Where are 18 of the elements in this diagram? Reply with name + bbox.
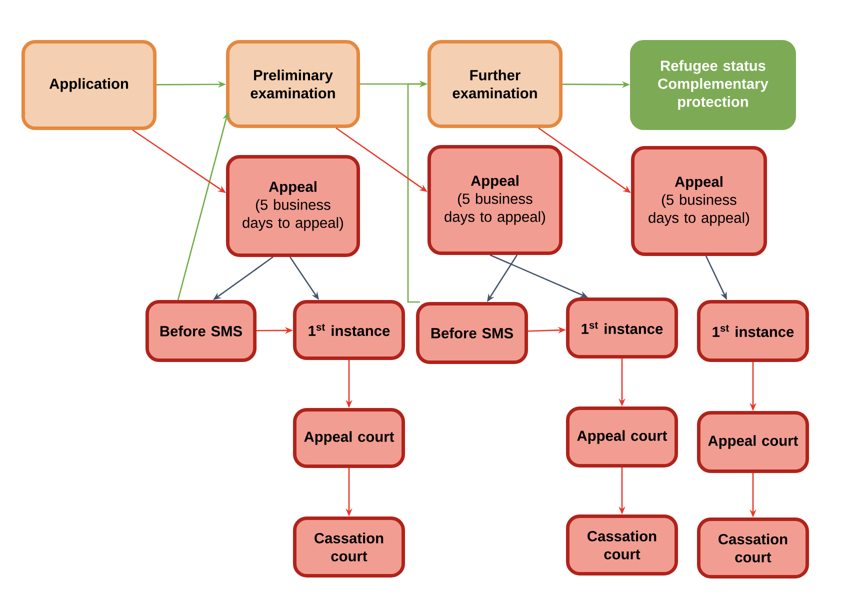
- stage-box: Cassation court: [697, 518, 809, 578]
- stage-box: Appeal court: [566, 406, 678, 468]
- stage-box: Before SMS: [416, 302, 528, 364]
- appeal-box: Appeal (5 business days to appeal): [631, 146, 767, 256]
- stage-box: Appeal court: [293, 408, 405, 468]
- stage-box: 1$^{st}$ instance: [697, 300, 809, 362]
- stage-box: 1$^{st}$ instance: [293, 300, 405, 360]
- stage-box: Cassation court: [566, 514, 678, 576]
- stage-box: Cassation court: [293, 516, 405, 578]
- stage-box: 1$^{st}$ instance: [566, 298, 678, 358]
- appeal-box: Appeal (5 business days to appeal): [427, 145, 563, 255]
- stage-box: Appeal court: [697, 411, 809, 473]
- stage-box: Before SMS: [145, 300, 257, 362]
- appeal-box: Appeal (5 business days to appeal): [226, 155, 360, 257]
- process-box: Application: [21, 40, 157, 130]
- process-box: Further examination: [427, 40, 563, 128]
- process-box: Preliminary examination: [226, 40, 360, 128]
- outcome-box: Refugee status Complementary protection: [630, 40, 796, 130]
